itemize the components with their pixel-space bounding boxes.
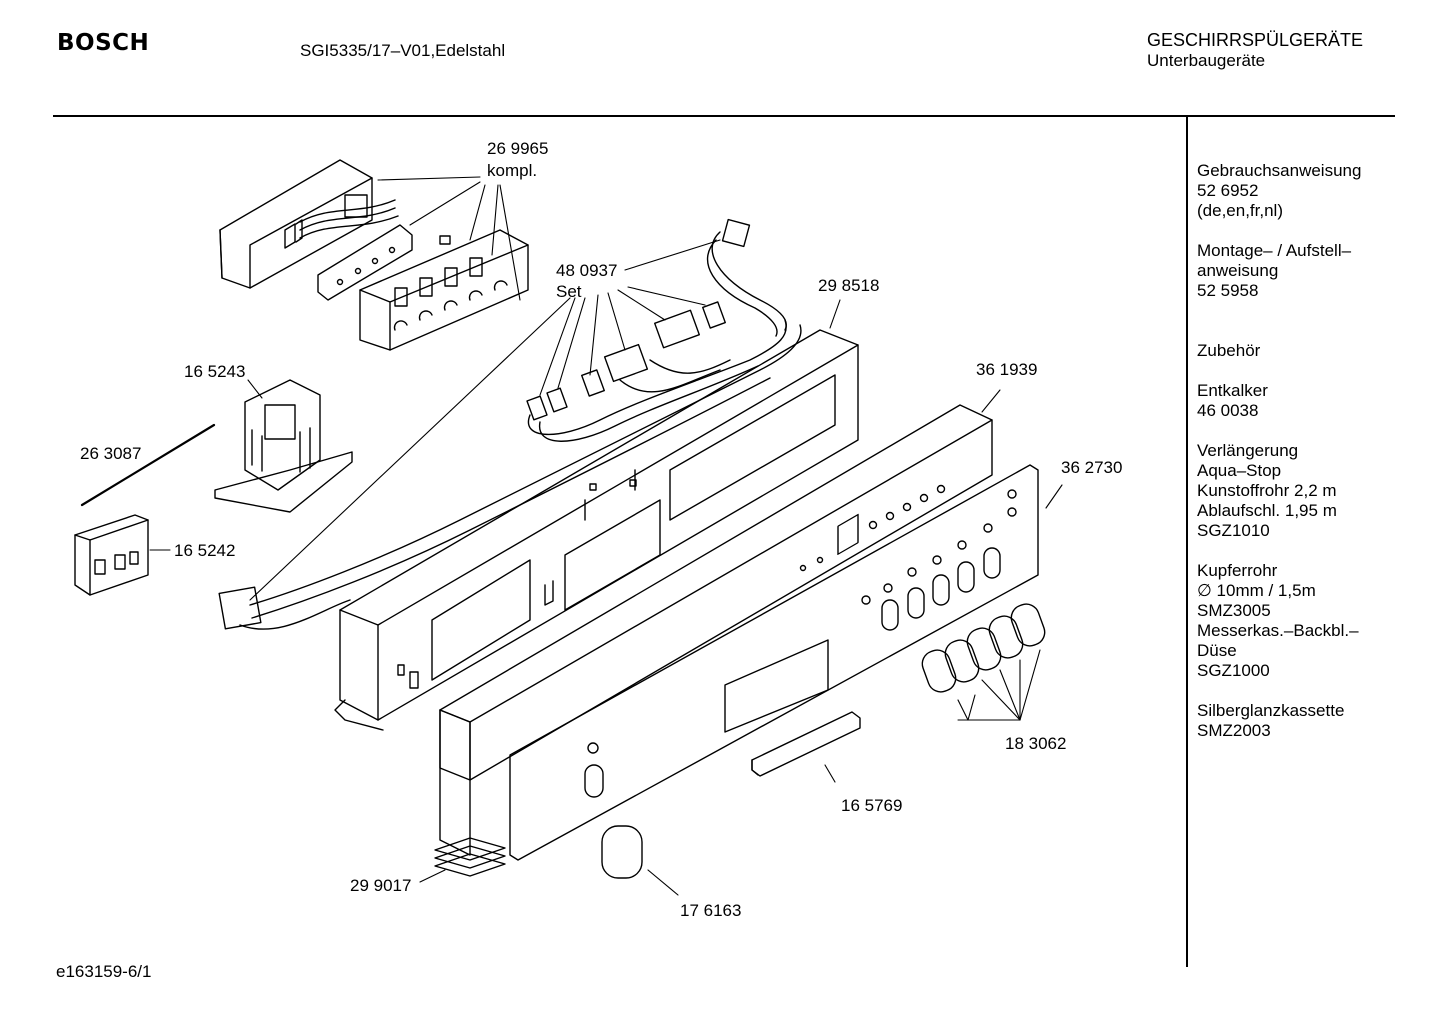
front-cover-36-2730-drawing xyxy=(509,464,1039,861)
sidebar-line: Montage– / Aufstell– xyxy=(1197,241,1352,260)
sidebar-line: Aqua–Stop xyxy=(1197,461,1282,480)
sidebar-block-accessories: Zubehör xyxy=(1197,341,1427,361)
part-number-16-5243: 16 5243 xyxy=(184,362,245,381)
electronic-module-drawing xyxy=(219,159,529,351)
sidebar-line: ∅ 10mm / 1,5m xyxy=(1197,581,1316,600)
part-number-16-5769: 16 5769 xyxy=(841,796,902,815)
part-number-29-8518: 29 8518 xyxy=(818,276,879,295)
sidebar-line: 52 6952 xyxy=(1197,181,1259,200)
part-number-16-5242: 16 5242 xyxy=(174,541,235,560)
part-number-48-0937: 48 0937 xyxy=(556,261,617,280)
sidebar-block-installation: Montage– / Aufstell– anweisung 52 5958 xyxy=(1197,241,1427,301)
part-number-26-9965: 26 9965 xyxy=(487,139,548,158)
header-divider xyxy=(53,115,1395,117)
accessory-sidebar: Gebrauchsanweisung 52 6952 (de,en,fr,nl)… xyxy=(1197,161,1427,761)
key-cover-drawing xyxy=(751,711,861,777)
sidebar-line: (de,en,fr,nl) xyxy=(1197,201,1283,220)
sidebar-line: Kunstoffrohr 2,2 m xyxy=(1197,481,1337,500)
part-number-36-2730: 36 2730 xyxy=(1061,458,1122,477)
model-designation: SGI5335/17–V01,Edelstahl xyxy=(300,41,506,60)
sidebar-line: 52 5958 xyxy=(1197,281,1259,300)
sidebar-block-silver-cassette: Silberglanzkassette SMZ2003 xyxy=(1197,701,1427,741)
sidebar-line: SGZ1010 xyxy=(1197,521,1270,540)
part-number-26-3087: 26 3087 xyxy=(80,444,141,463)
part-number-17-6163: 17 6163 xyxy=(680,901,741,920)
knob-drawing xyxy=(601,825,643,879)
leader-lines xyxy=(149,176,1063,896)
sidebar-line: Kupferrohr xyxy=(1197,561,1278,580)
part-number-18-3062: 18 3062 xyxy=(1005,734,1066,753)
sidebar-line: Gebrauchsanweisung xyxy=(1197,161,1362,180)
sidebar-line: Verlängerung xyxy=(1197,441,1299,460)
sidebar-block-copper-pipe: Kupferrohr ∅ 10mm / 1,5m SMZ3005 xyxy=(1197,561,1427,621)
switch-drawing xyxy=(74,514,149,596)
spacer-stack-drawing xyxy=(434,837,506,877)
sidebar-line: 46 0038 xyxy=(1197,401,1259,420)
sidebar-line: Ablaufschl. 1,95 m xyxy=(1197,501,1337,520)
brand-logo: BOSCH xyxy=(57,30,150,56)
appliance-category: GESCHIRRSPÜLGERÄTE xyxy=(1147,30,1364,50)
sidebar-block-nozzle: Messerkas.–Backbl.– Düse SGZ1000 xyxy=(1197,621,1427,681)
part-note-26-9965: kompl. xyxy=(487,161,537,180)
document-id: e163159-6/1 xyxy=(56,962,152,981)
part-number-36-1939: 36 1939 xyxy=(976,360,1037,379)
part-number-29-9017: 29 9017 xyxy=(350,876,411,895)
sidebar-line: anweisung xyxy=(1197,261,1279,280)
sidebar-block-descaler: Entkalker 46 0038 xyxy=(1197,381,1427,421)
appliance-subcategory: Unterbaugeräte xyxy=(1147,51,1266,70)
sidebar-line: Entkalker xyxy=(1197,381,1268,400)
long-cable-drawing xyxy=(218,324,802,630)
button-keys-drawing xyxy=(921,603,1046,693)
sidebar-block-extension: Verlängerung Aqua–Stop Kunstoffrohr 2,2 … xyxy=(1197,441,1427,541)
connector-cable-set-drawing xyxy=(526,218,787,442)
holder-drawing xyxy=(214,379,353,513)
sidebar-line: Messerkas.–Backbl.– xyxy=(1197,621,1359,640)
sidebar-line: SMZ2003 xyxy=(1197,721,1271,740)
sidebar-line: SMZ3005 xyxy=(1197,601,1271,620)
sidebar-line: SGZ1000 xyxy=(1197,661,1270,680)
sidebar-line: Zubehör xyxy=(1197,341,1261,360)
part-note-48-0937: Set xyxy=(556,282,582,301)
sidebar-line: Silberglanzkassette xyxy=(1197,701,1345,720)
sidebar-line: Düse xyxy=(1197,641,1237,660)
control-panel-36-1939-drawing xyxy=(439,404,993,856)
panel-frame-drawing xyxy=(334,329,859,731)
sidebar-block-manual: Gebrauchsanweisung 52 6952 (de,en,fr,nl) xyxy=(1197,161,1427,221)
sidebar-divider xyxy=(1186,117,1188,967)
pin-drawing xyxy=(80,423,216,507)
